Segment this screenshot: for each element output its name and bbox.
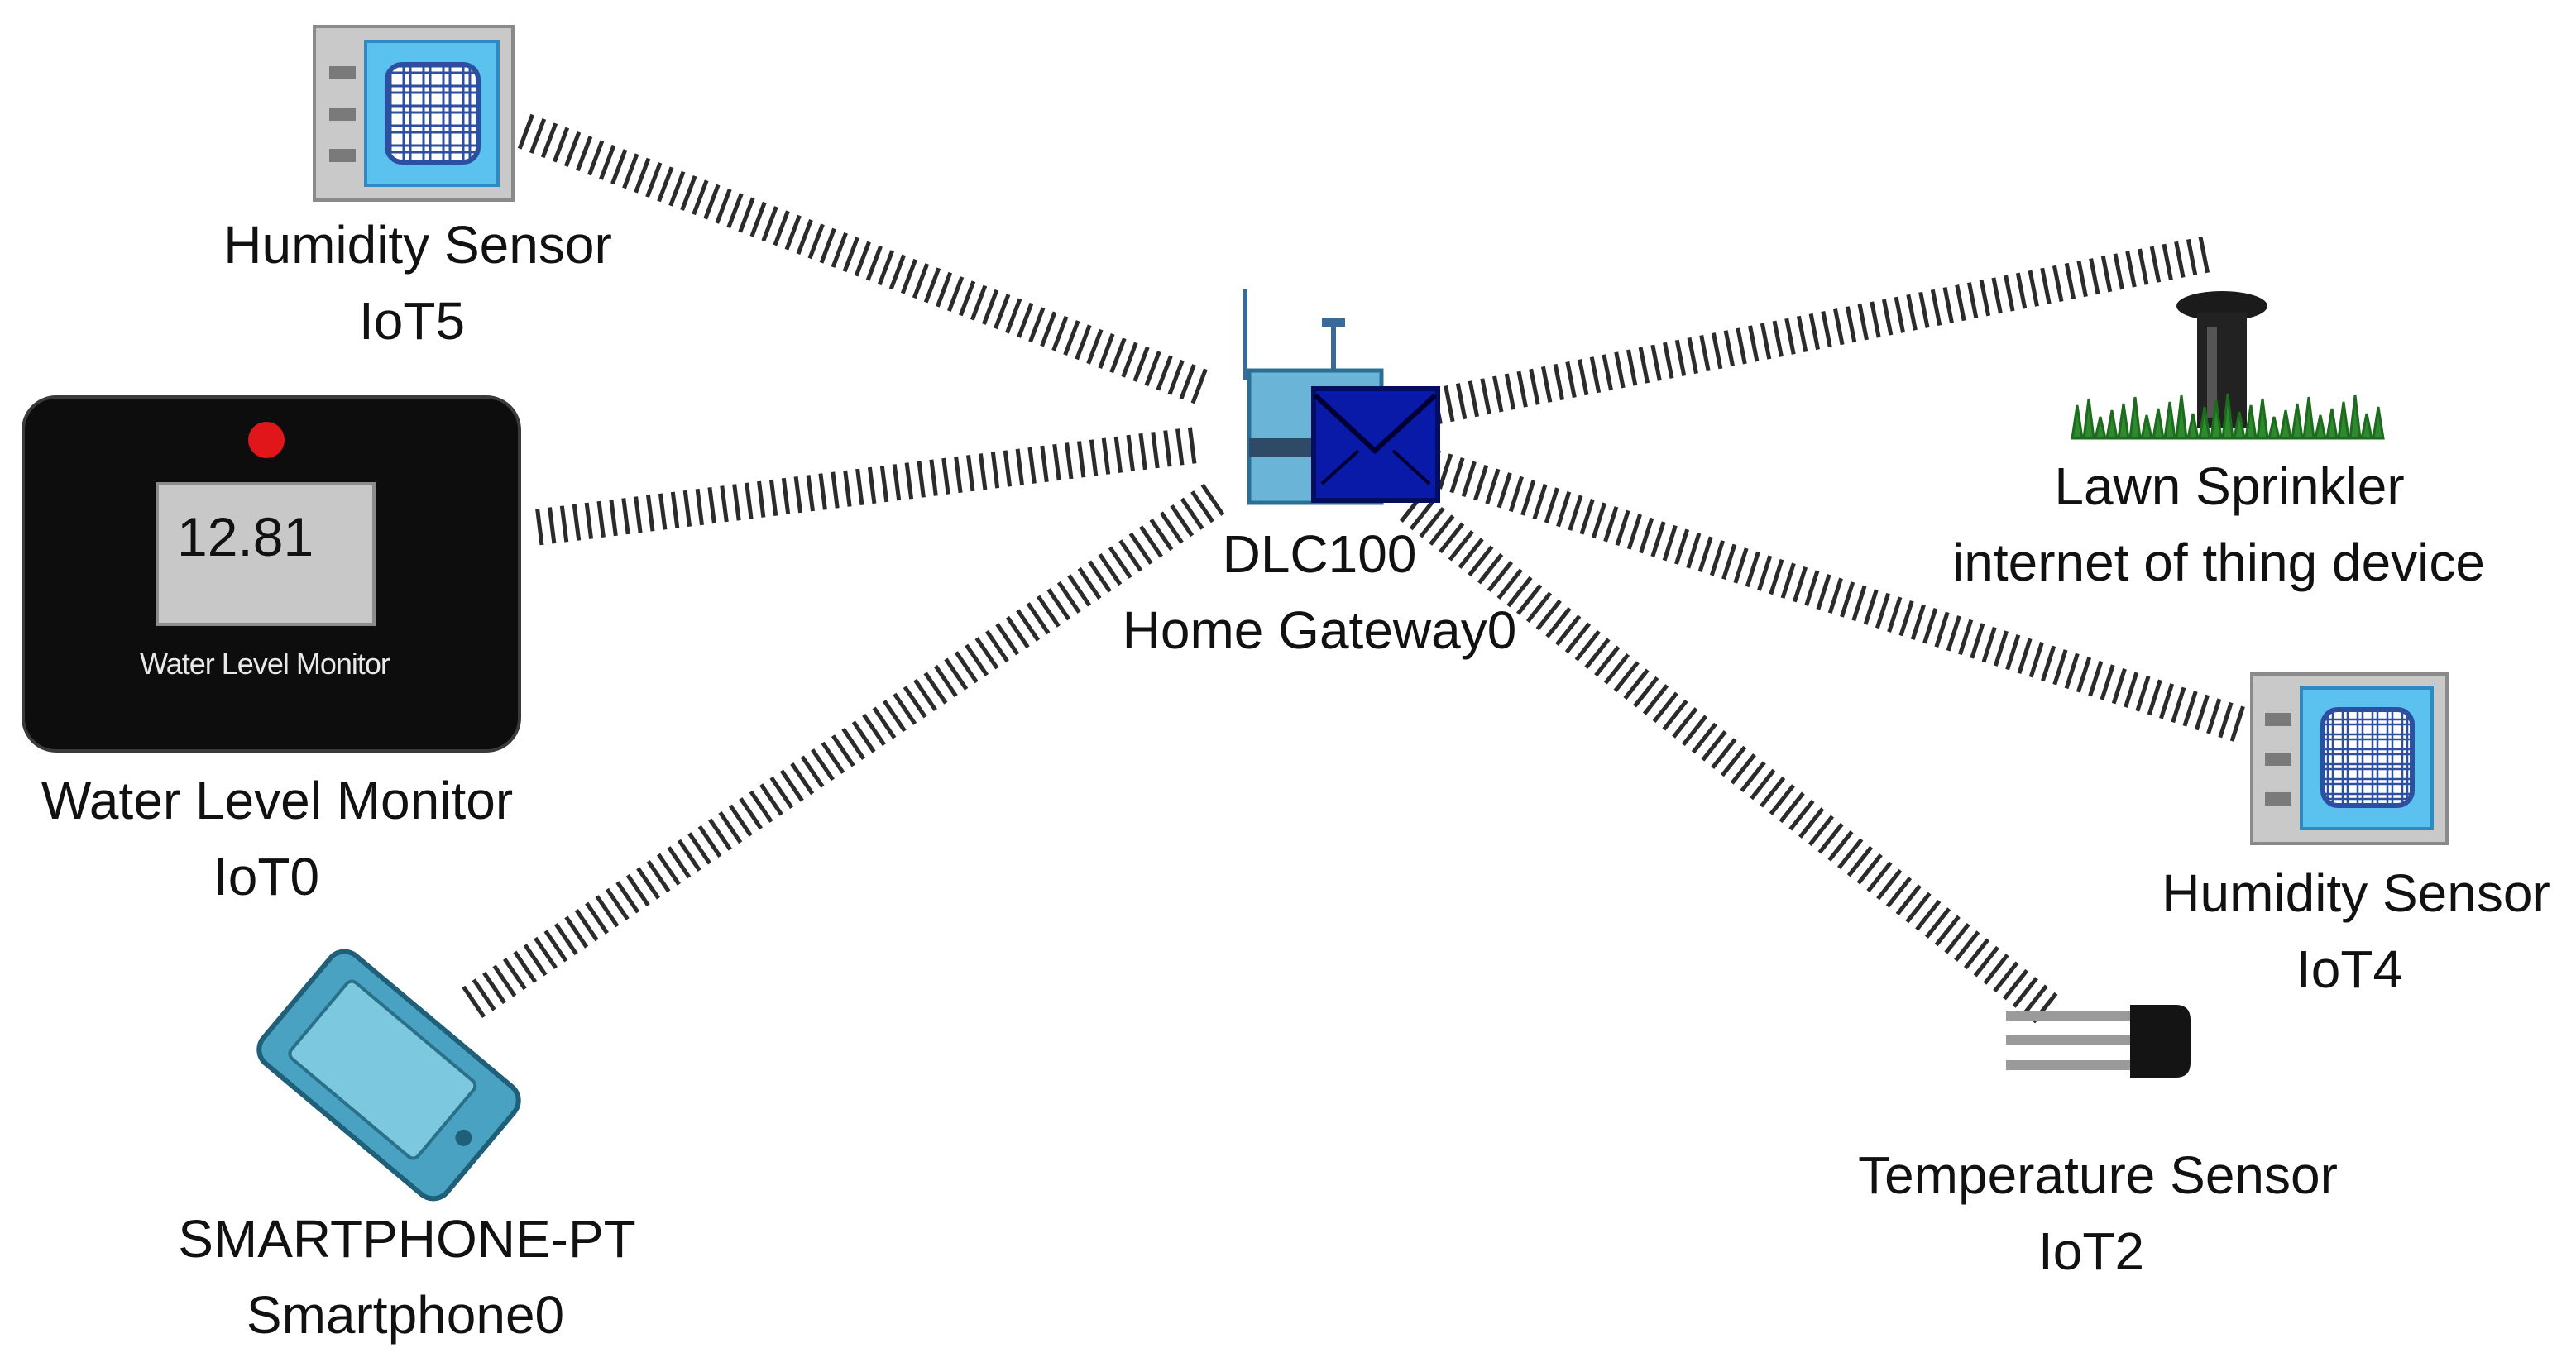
status-led-indicator <box>248 422 285 458</box>
wireless-link-sprinkler <box>1431 237 2210 425</box>
water-level-panel-caption: Water Level Monitor <box>140 647 390 681</box>
water-level-monitor-icon: 12.81 Water Level Monitor <box>22 395 521 753</box>
wireless-links <box>462 113 2245 1024</box>
wireless-link-smartphone <box>462 483 1225 1019</box>
smartphone-icon <box>256 949 521 1202</box>
water-level-reading: 12.81 <box>177 506 314 567</box>
device-name-label: Home Gateway0 <box>1123 600 1517 660</box>
humidity-sensor-iot5[interactable]: Humidity Sensor IoT5 <box>223 25 612 351</box>
device-model-label: SMARTPHONE-PT <box>178 1209 636 1269</box>
device-name-label: Smartphone0 <box>247 1285 564 1345</box>
device-model-label: DLC100 <box>1223 524 1417 584</box>
device-model-label: Temperature Sensor <box>1858 1145 2338 1205</box>
wireless-link-humidity4 <box>1425 449 2245 742</box>
device-name-label: IoT2 <box>2038 1221 2144 1281</box>
lawn-sprinkler[interactable]: Lawn Sprinkler internet of thing device <box>1952 291 2485 592</box>
device-model-label: Water Level Monitor <box>41 771 513 830</box>
device-name-label: IoT0 <box>213 847 319 906</box>
home-gateway0[interactable]: DLC100 Home Gateway0 <box>1123 289 1517 660</box>
smartphone0[interactable]: SMARTPHONE-PT Smartphone0 <box>178 944 636 1345</box>
temperature-sensor-iot2[interactable]: Temperature Sensor IoT2 <box>1858 1005 2338 1281</box>
lawn-sprinkler-icon <box>2071 291 2385 440</box>
device-model-label: Humidity Sensor <box>2162 863 2550 923</box>
humidity-sensor-icon <box>2250 672 2449 845</box>
device-model-label: Lawn Sprinkler <box>2054 457 2404 516</box>
temperature-sensor-icon <box>2006 1005 2191 1078</box>
device-name-label: IoT5 <box>359 291 465 351</box>
wireless-link-water_level <box>535 427 1197 546</box>
wireless-link-temperature <box>1399 491 2058 1024</box>
home-gateway-icon <box>1243 289 1440 505</box>
water-level-monitor-iot0[interactable]: 12.81 Water Level Monitor Water Level Mo… <box>22 395 521 906</box>
device-name-label: internet of thing device <box>1952 533 2485 592</box>
device-name-label: IoT4 <box>2296 939 2402 999</box>
device-model-label: Humidity Sensor <box>223 215 612 275</box>
wireless-link-humidity5 <box>517 113 1208 404</box>
humidity-sensor-iot4[interactable]: Humidity Sensor IoT4 <box>2162 672 2550 999</box>
humidity-sensor-icon <box>313 25 515 202</box>
